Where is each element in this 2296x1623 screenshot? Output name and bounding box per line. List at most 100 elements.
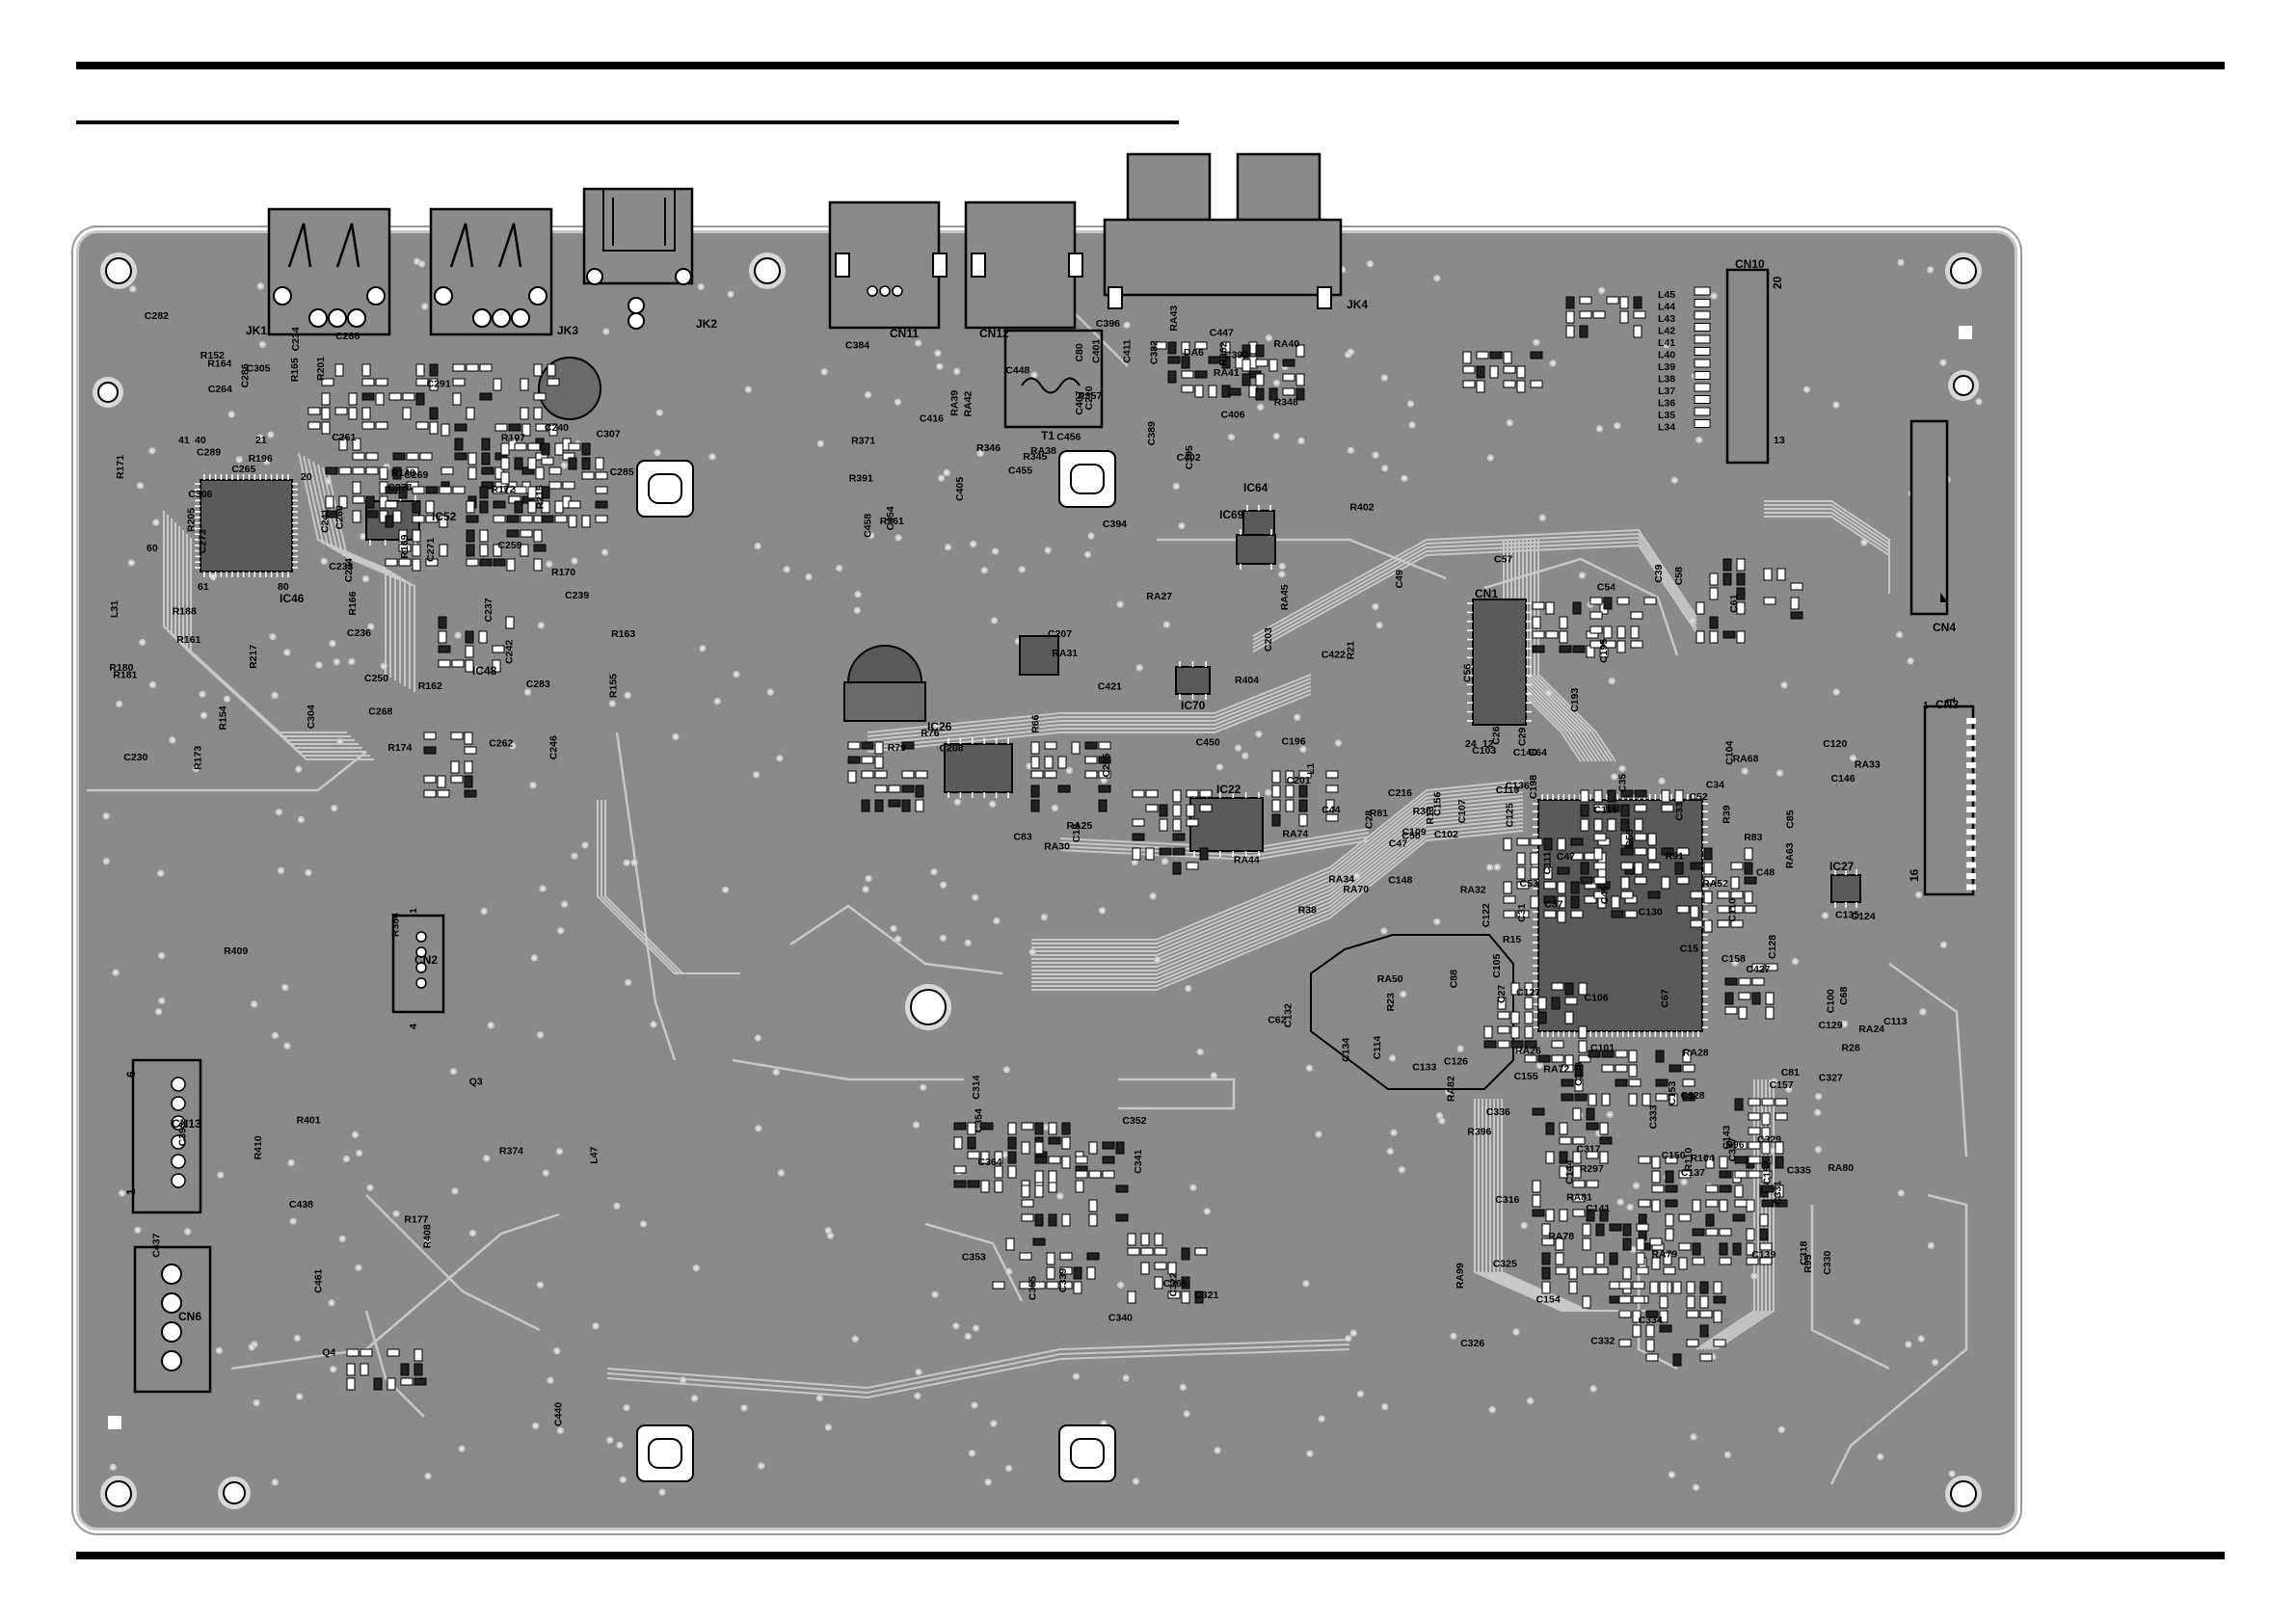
- via: [392, 1210, 400, 1217]
- via: [537, 622, 546, 629]
- smd-part: [1537, 997, 1547, 1010]
- pin-mark: 1: [124, 1188, 138, 1195]
- header-cn10-pad: [1694, 323, 1711, 332]
- connector-pin: [472, 308, 492, 328]
- via: [295, 765, 303, 773]
- smd-part: [1551, 1040, 1564, 1049]
- smd-part: [423, 732, 437, 740]
- smd-part: [1761, 1098, 1775, 1106]
- via: [939, 934, 948, 942]
- component-label: C196: [1282, 736, 1306, 748]
- component-label: RA74: [1282, 829, 1308, 840]
- via: [361, 575, 370, 583]
- component-label: RA99: [1455, 1263, 1466, 1289]
- via: [953, 798, 962, 806]
- via: [356, 1150, 363, 1157]
- smd-part: [847, 741, 861, 750]
- via: [708, 453, 716, 461]
- smd-part: [1483, 1025, 1493, 1039]
- via: [1042, 1124, 1051, 1131]
- via: [102, 858, 110, 865]
- smd-part: [1709, 572, 1719, 586]
- via: [692, 1264, 700, 1272]
- via: [1435, 1112, 1444, 1120]
- component-label: C305: [247, 362, 271, 374]
- smd-part: [547, 363, 556, 377]
- component-label: C241: [320, 509, 332, 533]
- smd-part: [1543, 838, 1553, 851]
- smd-part: [1557, 866, 1570, 875]
- smd-part: [1030, 799, 1040, 812]
- smd-part: [493, 544, 502, 557]
- component-label: RA30: [1044, 840, 1070, 852]
- smd-part: [1545, 630, 1559, 639]
- trace-7-5: [1715, 1079, 1775, 1350]
- via: [215, 1346, 223, 1354]
- via: [912, 1121, 921, 1129]
- smd-part: [581, 471, 595, 480]
- component-label: R154: [217, 705, 228, 730]
- component-label: C132: [1282, 1003, 1294, 1027]
- component-label: C237: [483, 598, 494, 622]
- via: [152, 519, 160, 526]
- connector-label: JK1: [246, 324, 267, 337]
- connector-pin: [415, 962, 427, 973]
- smd-part: [1744, 905, 1757, 914]
- pin-mark: 20: [1771, 276, 1784, 289]
- smd-part: [1199, 804, 1213, 812]
- smd-part: [1570, 881, 1580, 894]
- smd-part: [441, 466, 454, 475]
- connector-latch: [1108, 286, 1123, 309]
- smd-part: [1295, 387, 1305, 401]
- via: [1154, 956, 1161, 964]
- smd-part: [1634, 818, 1643, 832]
- via: [224, 695, 231, 703]
- smd-part: [1572, 601, 1582, 615]
- component-label: C153: [1667, 1081, 1678, 1105]
- component-label: RA42: [963, 390, 974, 416]
- smd-part: [1194, 1247, 1208, 1256]
- smd-part: [398, 529, 408, 543]
- smd-part: [1154, 341, 1167, 350]
- smd-part: [1618, 1339, 1632, 1347]
- trace-2-8: [1031, 811, 1524, 971]
- via: [1172, 482, 1180, 491]
- smd-part: [1167, 1290, 1181, 1299]
- component-label: C85: [1785, 810, 1797, 828]
- smd-part: [1532, 601, 1545, 610]
- smd-part: [1532, 630, 1545, 639]
- smd-part: [953, 1180, 967, 1188]
- component-label: C240: [545, 422, 569, 434]
- header-cn3-pad: [1966, 807, 1976, 812]
- component-label: C207: [1048, 628, 1072, 640]
- via: [1380, 927, 1388, 935]
- via: [1606, 1110, 1614, 1119]
- smd-part: [1186, 818, 1199, 827]
- smd-part: [1655, 1078, 1669, 1087]
- component-label: C88: [1448, 970, 1459, 988]
- via: [1897, 258, 1905, 266]
- component-label: C416: [920, 413, 944, 425]
- header-cn10-pad: [1694, 347, 1711, 356]
- component-label: RA50: [1377, 973, 1403, 985]
- component-label: C210: [1083, 386, 1095, 410]
- smd-part: [861, 770, 874, 779]
- smd-part: [1732, 1242, 1742, 1256]
- connector-pin: [308, 308, 328, 328]
- smd-part: [1059, 1252, 1073, 1261]
- via: [553, 1347, 561, 1355]
- cn10-row-label: L36: [1658, 398, 1675, 410]
- via: [1791, 958, 1800, 966]
- smd-part: [412, 486, 425, 494]
- smd-part: [1102, 1156, 1115, 1164]
- component-label: C143: [1722, 1125, 1733, 1149]
- smd-part: [535, 466, 545, 480]
- smd-part: [481, 452, 491, 466]
- smd-part: [1241, 373, 1251, 386]
- smd-part: [1776, 568, 1786, 581]
- trace-2-4: [1031, 795, 1524, 956]
- smd-part: [1599, 1209, 1609, 1222]
- trace-5-2: [867, 681, 1312, 741]
- smd-part: [365, 466, 379, 475]
- component-label: C152: [1762, 1160, 1774, 1184]
